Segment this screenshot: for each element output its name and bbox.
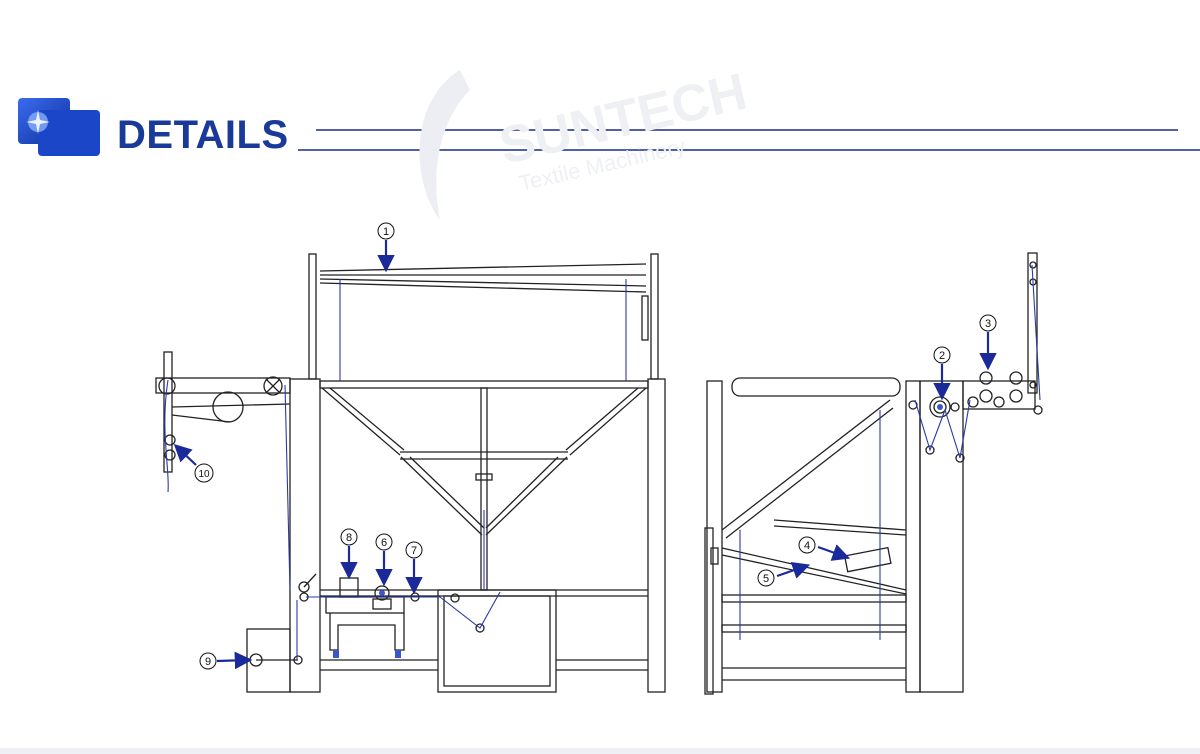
callout-label-9: 9 <box>205 656 211 668</box>
footer-strip <box>0 748 1200 754</box>
header-rule <box>298 129 1200 151</box>
callout-circle-7 <box>405 541 423 559</box>
fabric-roll-logo-icon <box>18 98 100 156</box>
callout-label-7: 7 <box>411 545 417 557</box>
callout-circle-6 <box>375 533 393 551</box>
callout-circle-10 <box>194 463 214 483</box>
callout-label-1: 1 <box>383 226 389 238</box>
callout-circle-8 <box>340 528 358 546</box>
callout-circle-5 <box>757 569 775 587</box>
callout-circle-3 <box>979 314 997 332</box>
callout-circle-9 <box>199 652 217 670</box>
callout-label-2: 2 <box>939 350 945 362</box>
callout-label-10: 10 <box>198 469 210 480</box>
callout-circle-2 <box>933 346 951 364</box>
callout-label-8: 8 <box>346 532 352 544</box>
callout-label-6: 6 <box>381 537 387 549</box>
callout-circle-1 <box>377 222 395 240</box>
callout-label-4: 4 <box>804 540 810 552</box>
callout-circle-4 <box>798 536 816 554</box>
watermark-logo: SUNTECH Textile Machinery <box>419 63 752 220</box>
callout-label-5: 5 <box>763 573 769 585</box>
page-title: DETAILS <box>117 113 289 157</box>
callout-label-3: 3 <box>985 318 991 330</box>
